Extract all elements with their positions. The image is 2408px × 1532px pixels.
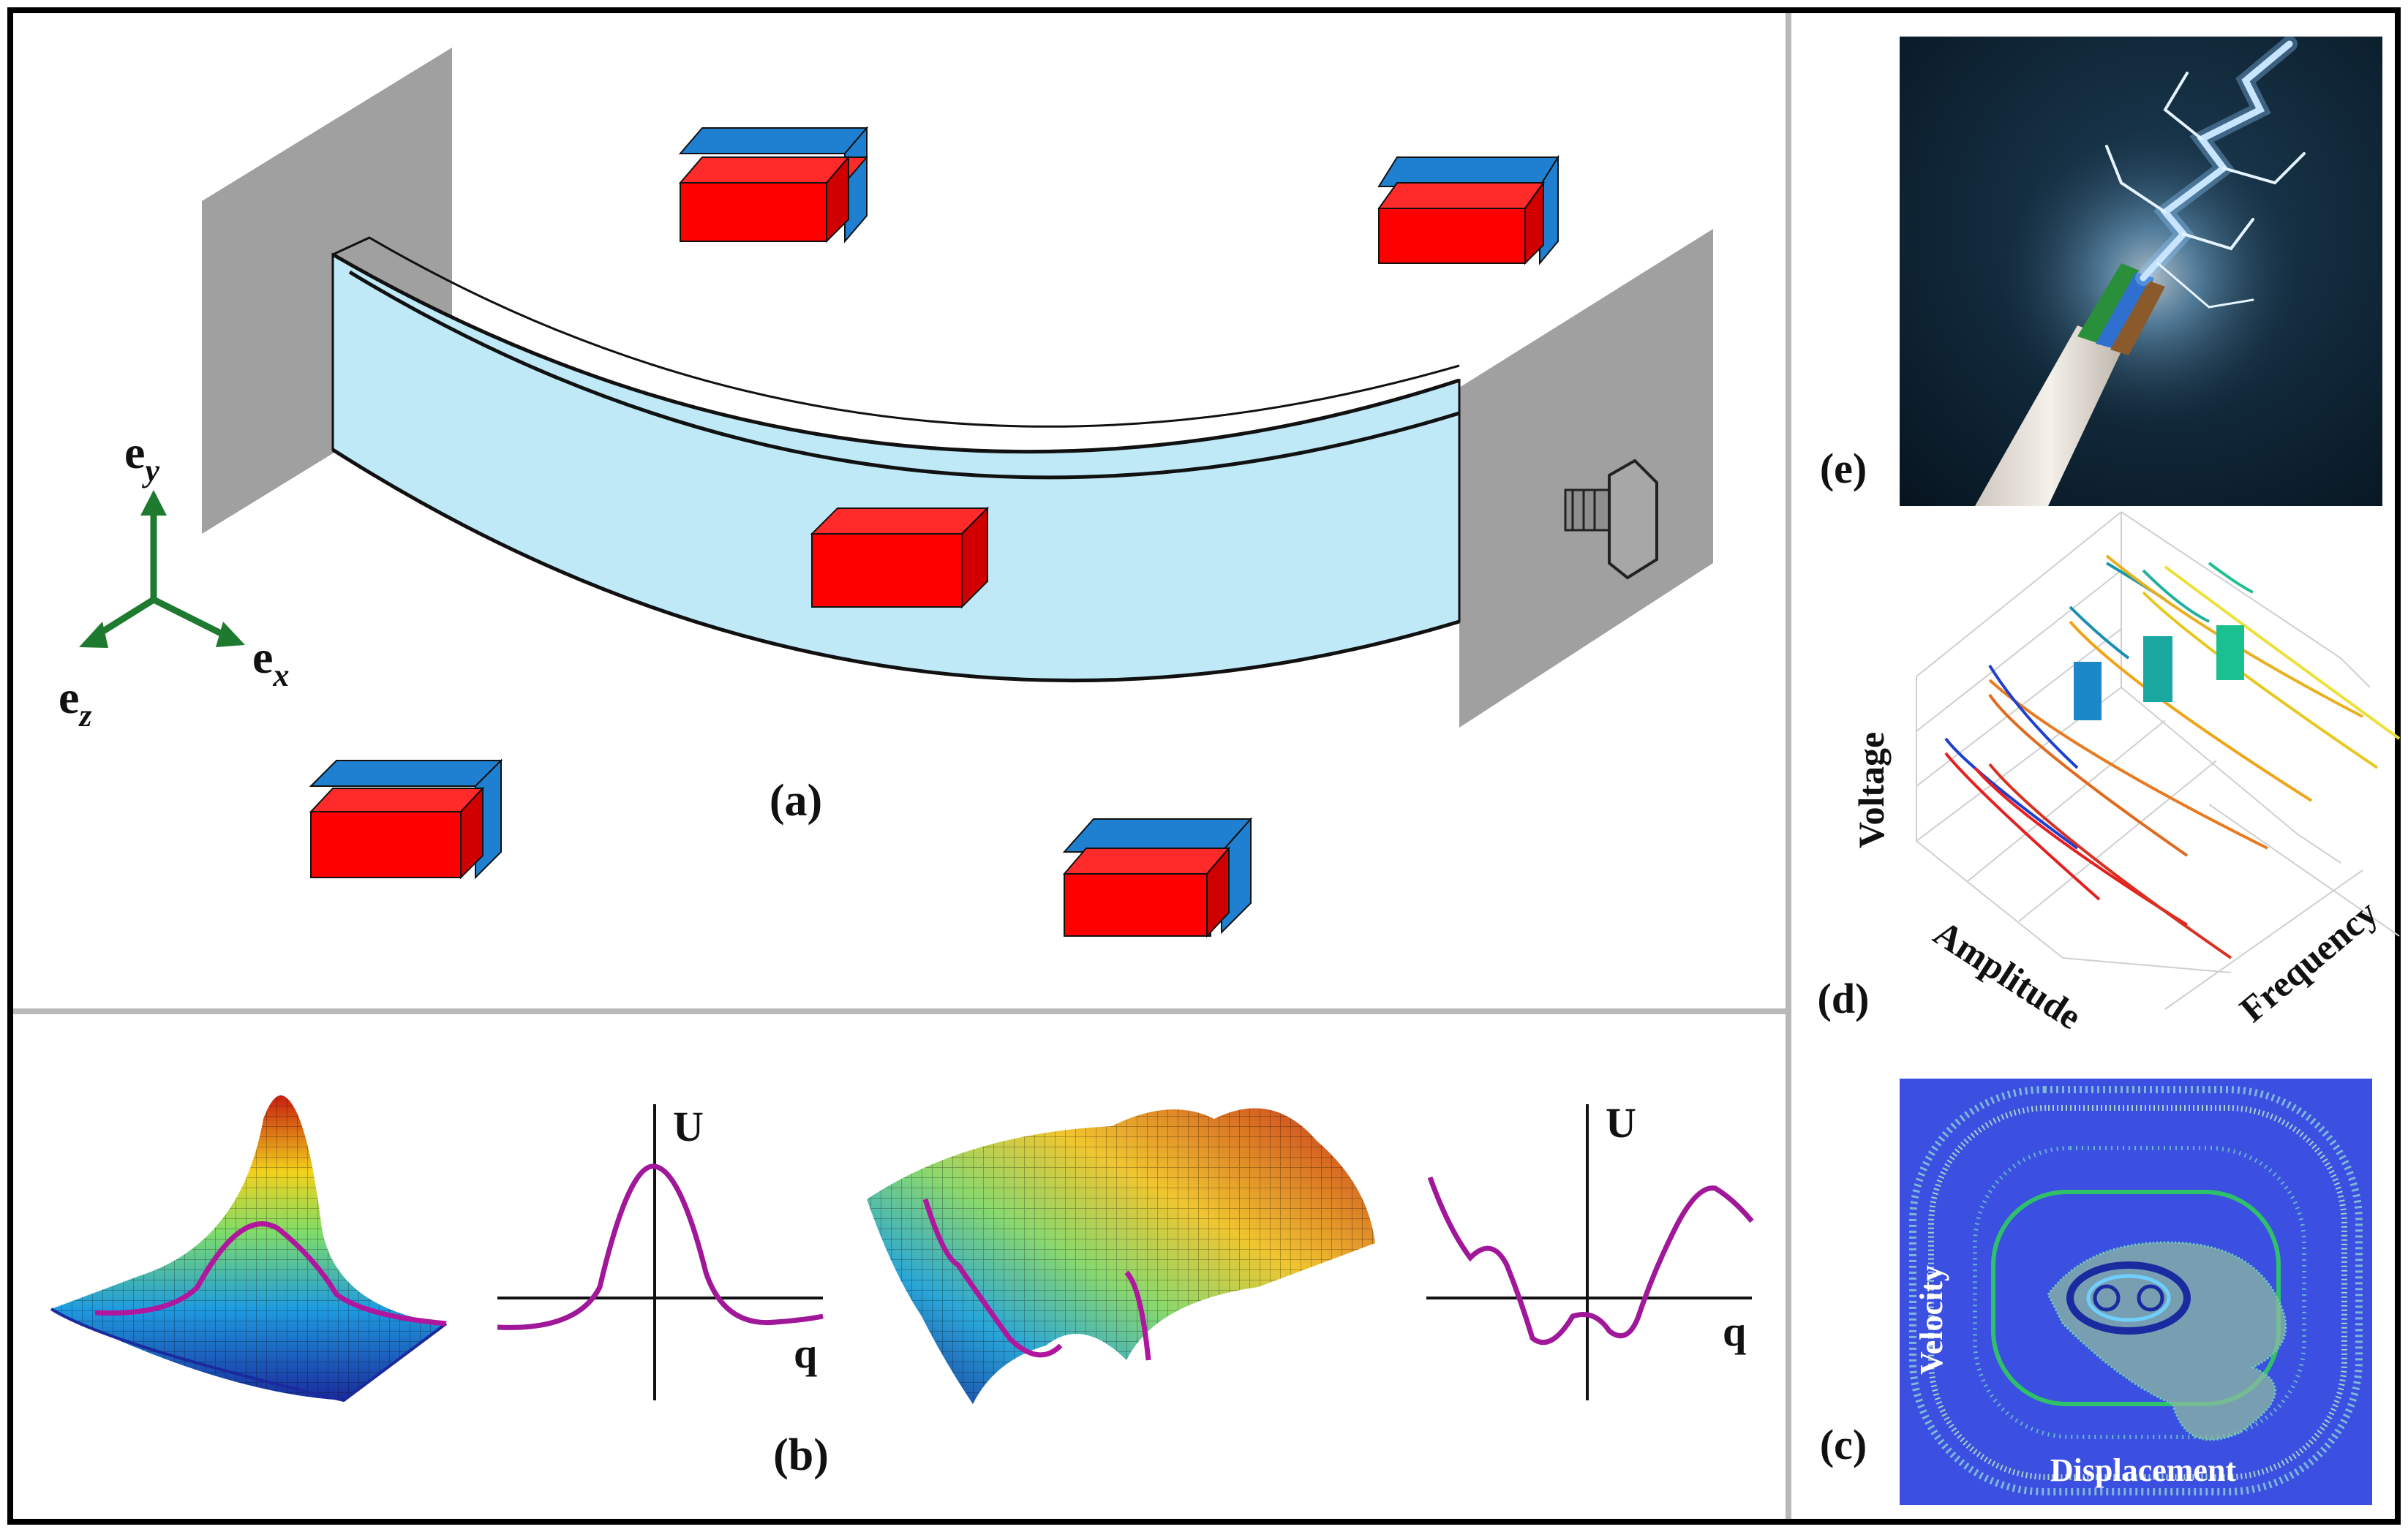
multiwell-surface (867, 1108, 1375, 1404)
panel-label-b: (b) (773, 1430, 829, 1480)
panel-label-d: (d) (1818, 975, 1870, 1022)
plot2-ylabel: U (1606, 1099, 1636, 1147)
panel-c: Velocity Displacement (c) (1820, 1079, 2372, 1505)
beam-inner-edge (348, 270, 1460, 480)
panel-a: ey ex ez (a) (59, 48, 1713, 938)
cable-icon (1975, 263, 2165, 506)
potential-plot-2: U q (1426, 1099, 1754, 1400)
beam-bottom-edge (331, 448, 1460, 683)
potential-plot-1: U q (497, 1103, 824, 1400)
panel-label-e: (e) (1820, 445, 1867, 492)
panel-label-c: (c) (1820, 1421, 1867, 1468)
basin-rings (1909, 1086, 2363, 1495)
right-wall (1459, 229, 1713, 728)
lightning-icon (2105, 36, 2306, 309)
single-well-curve (497, 1163, 824, 1330)
potential-curve-on-surface (94, 1221, 447, 1327)
axis-label-ez: ez (59, 671, 92, 733)
voltage-curves (1944, 554, 2401, 959)
panel-b: U q U q (b) (50, 1095, 1754, 1480)
displacement-axis-label: Displacement (2050, 1452, 2237, 1488)
beam-top-edge (331, 252, 1460, 454)
gaussian-surface (50, 1095, 448, 1403)
multi-well-curve (1427, 1176, 1754, 1346)
coordinate-axes (79, 490, 245, 648)
3d-grid (1916, 511, 2400, 1010)
voltage-axis-label: Voltage (1851, 732, 1892, 848)
magnet-2 (1377, 154, 1559, 265)
beam-end-face (332, 236, 1460, 428)
plot2-xlabel: q (1723, 1308, 1746, 1355)
magnet-4 (309, 758, 503, 880)
panel-label-a: (a) (770, 776, 822, 826)
magnet-5 (1062, 817, 1253, 938)
screw-icon (1564, 459, 1658, 580)
axis-label-ey: ey (124, 426, 159, 488)
magnet-3 (810, 506, 990, 609)
magnet-1 (678, 126, 869, 244)
axis-label-ex: ex (252, 631, 289, 693)
velocity-axis-label: Velocity (1914, 1265, 1949, 1375)
plot1-xlabel: q (794, 1329, 817, 1377)
plot1-ylabel: U (673, 1103, 704, 1150)
panel-e: (e) (1820, 36, 2382, 506)
bifurcation-bands (2074, 625, 2244, 720)
